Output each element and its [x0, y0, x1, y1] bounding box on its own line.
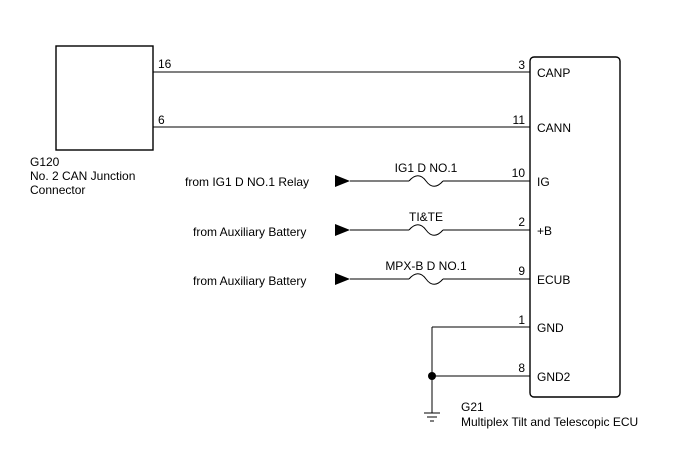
- ecu-label-ig: IG: [537, 175, 550, 189]
- power-source-b: from Auxiliary Battery: [193, 225, 306, 239]
- power-source-ecub: from Auxiliary Battery: [193, 274, 306, 288]
- junction-pin-16: 16: [158, 57, 172, 71]
- ground-icon: [424, 412, 440, 422]
- power-source-ig: from IG1 D NO.1 Relay: [185, 175, 309, 189]
- arrow-right-icon: [335, 175, 350, 187]
- ecu-pin-2: 2: [518, 215, 525, 229]
- arrow-right-icon: [335, 273, 350, 285]
- ecu-label-cann: CANN: [537, 121, 571, 135]
- ecu-pin-8: 8: [518, 361, 525, 375]
- ecu-label-b: +B: [537, 224, 552, 238]
- ecu-pin-1: 1: [518, 313, 525, 327]
- fuse-label-ig: IG1 D NO.1: [395, 161, 458, 175]
- fuse-label-b: TI&TE: [409, 210, 443, 224]
- ecu-name: Multiplex Tilt and Telescopic ECU: [461, 415, 638, 429]
- ecu-label-gnd2: GND2: [537, 370, 571, 384]
- junction-dot: [428, 372, 436, 380]
- ecu-code: G21: [461, 400, 484, 414]
- ecu-pin-9: 9: [518, 264, 525, 278]
- ecu-pin-10: 10: [512, 166, 526, 180]
- fuse-icon: [408, 175, 444, 187]
- junction-pin-6: 6: [158, 113, 165, 127]
- ecu-pin-3: 3: [518, 58, 525, 72]
- ecu-pin-11: 11: [513, 113, 526, 127]
- ecu-label-ecub: ECUB: [537, 273, 570, 287]
- fuse-icon: [408, 273, 444, 285]
- ecu-label-gnd: GND: [537, 321, 564, 335]
- fuse-label-ecub: MPX-B D NO.1: [385, 259, 467, 273]
- ecu-label-canp: CANP: [537, 66, 570, 80]
- junction-connector-name-line1: No. 2 CAN Junction: [30, 169, 135, 183]
- fuse-icon: [408, 224, 444, 236]
- junction-connector-name-line2: Connector: [30, 183, 85, 197]
- junction-connector-code: G120: [30, 155, 60, 169]
- arrow-right-icon: [335, 224, 350, 236]
- junction-connector-box: [55, 45, 154, 151]
- ecu-box: [529, 56, 621, 398]
